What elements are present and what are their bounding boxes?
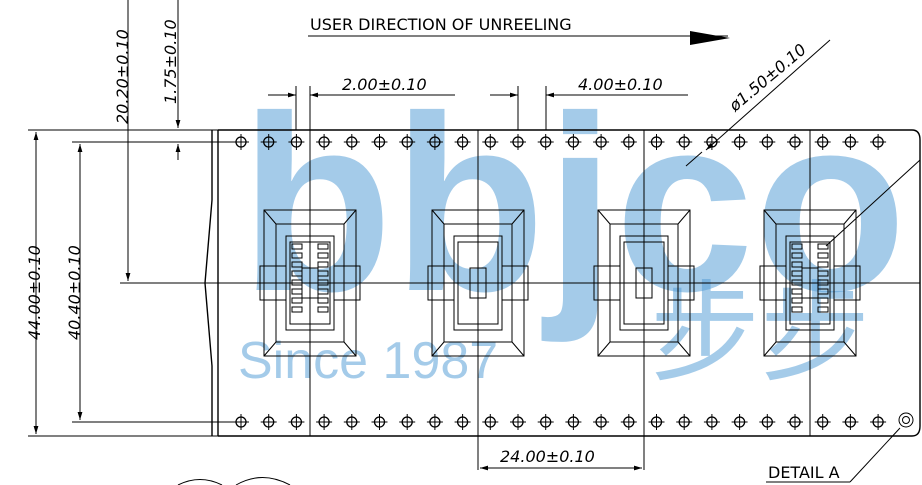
sprocket-hole	[565, 134, 582, 150]
sprocket-hole	[343, 414, 360, 430]
sprocket-hole	[454, 414, 471, 430]
sprocket-hole	[510, 414, 526, 430]
sprocket-hole	[316, 134, 333, 150]
unreeling-direction: USER DIRECTION OF UNREELING	[308, 15, 730, 45]
sprocket-hole	[842, 134, 859, 150]
sprocket-hole	[537, 414, 554, 430]
sprocket-hole	[676, 134, 693, 150]
watermark-since: Since 1987	[238, 332, 498, 390]
sprocket-holes-bottom	[233, 414, 887, 430]
sprocket-hole	[426, 134, 443, 150]
dim-tape-width	[28, 129, 218, 437]
sprocket-hole	[620, 414, 637, 430]
dim-sprocket-span	[72, 141, 238, 423]
sprocket-hole	[648, 134, 665, 150]
direction-label: USER DIRECTION OF UNREELING	[310, 15, 572, 34]
sprocket-hole	[870, 414, 887, 430]
sprocket-hole	[565, 414, 582, 430]
sprocket-hole	[870, 134, 887, 150]
sprocket-hole	[814, 134, 831, 150]
sprocket-hole	[759, 414, 776, 430]
sprocket-hole	[731, 414, 748, 430]
sprocket-hole	[731, 134, 748, 150]
direction-arrow-icon	[690, 31, 730, 45]
detail-a-label: DETAIL A	[768, 463, 840, 482]
watermark: bbjco Since 1987 步步	[238, 64, 907, 398]
pockets	[259, 209, 861, 357]
dim-pitch-small	[268, 86, 455, 130]
sprocket-hole	[454, 134, 471, 150]
sprocket-hole	[759, 134, 776, 150]
sprocket-hole	[426, 414, 443, 430]
sprocket-hole	[787, 134, 803, 150]
sprocket-hole	[787, 414, 803, 430]
sprocket-hole	[593, 414, 610, 430]
sprocket-hole	[316, 414, 333, 430]
dim-pitch-large-text: 4.00±0.10	[578, 75, 663, 94]
dim-pitch-large	[490, 86, 688, 130]
sprocket-hole	[510, 134, 526, 150]
sprocket-hole	[620, 134, 637, 150]
partial-circles	[177, 477, 291, 485]
watermark-logo: bbjco	[240, 64, 907, 343]
dim-pitch-small-text: 2.00±0.10	[342, 75, 427, 94]
sprocket-hole	[814, 414, 831, 430]
tape-outline	[120, 129, 921, 437]
pocket-pitch-lines	[309, 130, 811, 470]
dim-edge-offset-text: 1.75±0.10	[161, 19, 180, 104]
detail-a-callout	[766, 159, 921, 483]
sprocket-hole	[260, 414, 277, 430]
sprocket-hole	[288, 414, 305, 430]
sprocket-hole	[676, 414, 693, 430]
sprocket-hole	[482, 134, 499, 150]
dim-pocket-pitch-text: 24.00±0.10	[500, 447, 595, 466]
dim-center-offset-text: 20.20±0.10	[113, 29, 132, 124]
sprocket-hole	[648, 414, 665, 430]
sprocket-hole	[371, 414, 388, 430]
sprocket-hole	[288, 134, 305, 150]
sprocket-hole	[343, 134, 360, 150]
sprocket-hole	[399, 134, 416, 150]
pocket	[259, 209, 361, 357]
sprocket-hole	[371, 134, 388, 150]
dim-tape-width-text: 44.00±0.10	[25, 245, 44, 340]
pocket	[427, 209, 529, 357]
sprocket-hole	[842, 414, 859, 430]
pocket	[759, 209, 861, 357]
pocket	[593, 209, 695, 357]
sprocket-hole	[593, 134, 610, 150]
sprocket-hole	[399, 414, 416, 430]
sprocket-holes-top	[233, 134, 887, 150]
sprocket-hole	[260, 134, 277, 150]
dim-hole-diameter	[685, 39, 831, 167]
sprocket-hole	[482, 414, 499, 430]
sprocket-hole	[537, 134, 554, 150]
dim-sprocket-span-text: 40.40±0.10	[65, 245, 84, 340]
sprocket-hole	[703, 414, 720, 430]
